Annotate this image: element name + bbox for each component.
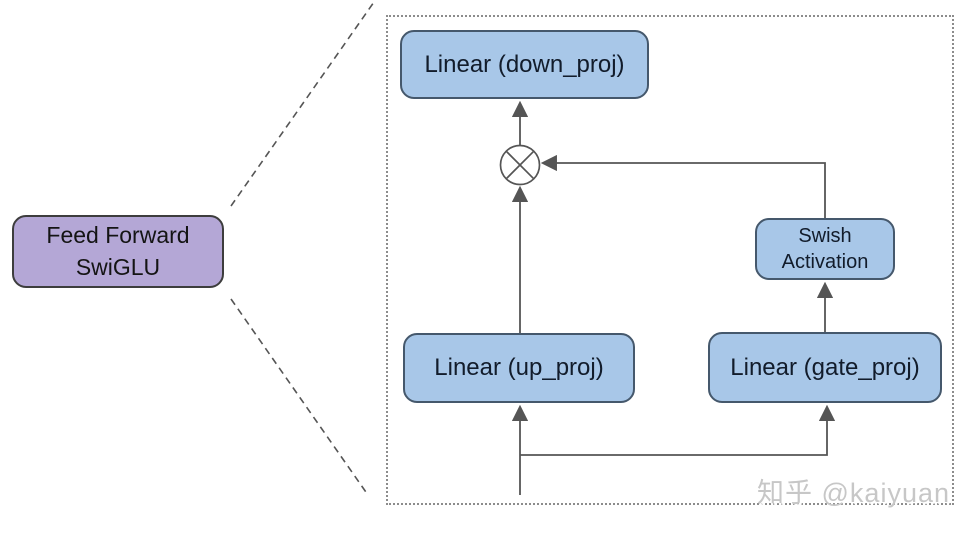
linear-gate-proj-node: Linear (gate_proj): [708, 332, 942, 403]
arrow-swish-to-multiply: [540, 154, 826, 218]
linear-up-proj-label: Linear (up_proj): [434, 354, 604, 381]
feed-forward-label-line1: Feed Forward: [46, 222, 190, 249]
linear-up-proj-node: Linear (up_proj): [403, 333, 635, 403]
linear-gate-proj-label: Linear (gate_proj): [730, 353, 920, 381]
feed-forward-swiglu-node: Feed Forward SwiGLU: [12, 215, 224, 288]
multiply-icon: [499, 144, 541, 186]
arrow-input-to-gate-proj: [520, 404, 836, 456]
feed-forward-label-line2: SwiGLU: [75, 253, 161, 280]
linear-down-proj-label: Linear (down_proj): [424, 50, 625, 78]
swish-label-line2: Activation: [781, 251, 869, 273]
swish-activation-node: Swish Activation: [755, 218, 895, 280]
watermark: 知乎 @kaiyuan: [757, 478, 950, 508]
linear-down-proj-node: Linear (down_proj): [400, 30, 649, 99]
swish-label-line1: Swish: [798, 225, 852, 247]
callout-dashed-line-top: [230, 1, 375, 207]
detail-container-outline: [386, 15, 954, 505]
callout-dashed-line-bottom: [230, 298, 369, 496]
